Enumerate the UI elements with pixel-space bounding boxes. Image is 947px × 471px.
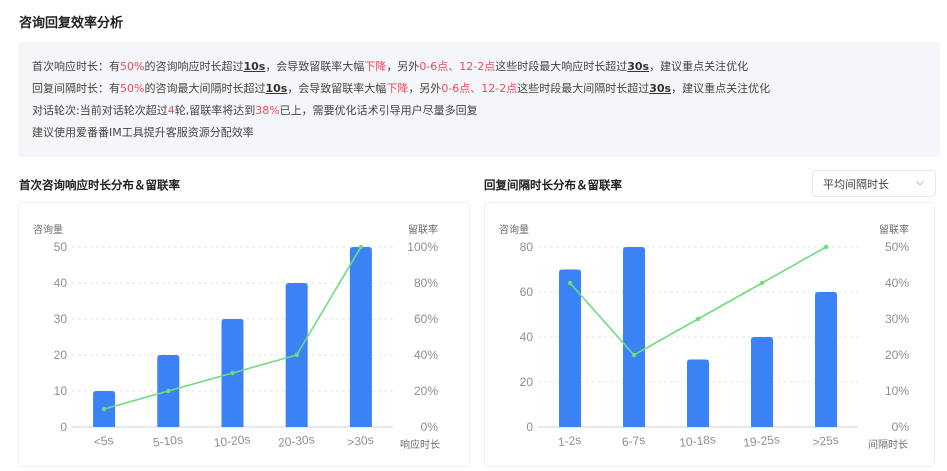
x-axis-tick: 19-25s bbox=[743, 432, 781, 450]
right-axis-tick: 80% bbox=[414, 276, 438, 290]
x-axis-tick: 20-30s bbox=[277, 432, 315, 450]
left-chart-card: 咨询量 留联率 0 10 20 30 40 50 0% 20% 40% 60% 80% 100% <5s 5-… bbox=[18, 202, 470, 467]
right-chart-title: 回复间隔时长分布＆留联率 bbox=[484, 178, 622, 192]
left-axis-tick: 40 bbox=[54, 276, 68, 290]
summary-text: 对话轮次:当前对话轮次超过 bbox=[32, 104, 168, 117]
left-axis-tick: 20 bbox=[54, 348, 68, 362]
right-axis-tick: 40% bbox=[885, 276, 909, 290]
summary-text: 轮,留联率将达到 bbox=[174, 104, 256, 117]
line-point[interactable] bbox=[101, 406, 107, 412]
bar[interactable] bbox=[349, 247, 372, 427]
line-point[interactable] bbox=[567, 280, 573, 286]
line-point[interactable] bbox=[358, 244, 364, 250]
summary-text: ，会导致留联率大幅 bbox=[287, 82, 387, 95]
summary-line-reply-interval: 回复间隔时长：有50%的咨询最大间隔时长超过10s，会导致留联率大幅下降，另外0… bbox=[32, 78, 926, 100]
summary-highlight: 38% bbox=[255, 104, 280, 117]
interval-type-dropdown[interactable]: 平均间隔时长 bbox=[812, 170, 936, 197]
summary-line-dialog-rounds: 对话轮次:当前对话轮次超过4轮,留联率将达到38%已上，需要优化话术引导用户尽量… bbox=[32, 100, 926, 122]
right-axis-title: 留联率 bbox=[879, 223, 909, 236]
line-point[interactable] bbox=[823, 244, 829, 250]
left-axis-tick: 50 bbox=[54, 240, 68, 254]
page-title: 咨询回复效率分析 bbox=[19, 16, 124, 31]
bar[interactable] bbox=[623, 247, 645, 427]
chevron-down-icon bbox=[916, 181, 924, 186]
left-axis-tick: 80 bbox=[520, 240, 534, 254]
line-point[interactable] bbox=[695, 316, 701, 322]
retention-line bbox=[569, 246, 827, 357]
x-axis-title: 响应时长 bbox=[400, 438, 440, 451]
right-axis-title: 留联率 bbox=[408, 223, 438, 236]
right-axis-tick: 20% bbox=[885, 348, 909, 362]
summary-panel: 首次响应时长：有50%的咨询响应时长超过10s，会导致留联率大幅下降，另外0-6… bbox=[18, 42, 940, 157]
summary-highlight: 下降 bbox=[364, 60, 387, 73]
bar[interactable] bbox=[559, 269, 581, 428]
summary-highlight: 0-6点、12-2点 bbox=[441, 82, 518, 95]
right-axis-tick: 20% bbox=[414, 384, 438, 398]
summary-highlight: 0-6点、12-2点 bbox=[419, 60, 496, 73]
left-axis-tick: 10 bbox=[54, 384, 68, 398]
summary-highlight: 4 bbox=[167, 104, 175, 117]
right-axis-tick: 0% bbox=[421, 420, 439, 434]
x-axis-tick: 1-2s bbox=[557, 433, 582, 449]
summary-emphasis: 30s bbox=[649, 82, 672, 95]
right-axis-tick: 40% bbox=[414, 348, 438, 362]
left-axis-tick: 0 bbox=[60, 420, 67, 434]
left-chart-title: 首次咨询响应时长分布＆留联率 bbox=[19, 178, 180, 192]
summary-text: 首次响应时长：有 bbox=[32, 60, 120, 73]
summary-text: ，建议重点关注优化 bbox=[671, 82, 771, 95]
line-point[interactable] bbox=[230, 370, 235, 376]
summary-text: 的咨询响应时长超过 bbox=[144, 60, 244, 73]
x-axis-tick: 10-20s bbox=[213, 432, 251, 450]
summary-highlight: 50% bbox=[120, 60, 145, 73]
summary-text: 这些时段最大间隔时长超过 bbox=[517, 82, 650, 95]
x-axis-tick: >30s bbox=[347, 433, 375, 450]
right-axis-tick: 30% bbox=[885, 312, 909, 326]
summary-text: 这些时段最大响应时长超过 bbox=[495, 60, 628, 73]
left-axis-title: 咨询量 bbox=[499, 223, 529, 236]
left-axis-tick: 40 bbox=[520, 330, 534, 344]
x-axis-tick: >25s bbox=[812, 433, 840, 450]
left-axis-title: 咨询量 bbox=[33, 223, 63, 236]
left-axis-tick: 20 bbox=[520, 375, 534, 389]
line-point[interactable] bbox=[631, 352, 637, 358]
bar[interactable] bbox=[751, 337, 773, 427]
right-axis-tick: 10% bbox=[885, 384, 909, 398]
left-axis-tick: 60 bbox=[520, 285, 534, 299]
x-axis-tick: 6-7s bbox=[621, 433, 646, 449]
summary-highlight: 50% bbox=[120, 82, 145, 95]
left-axis-tick: 30 bbox=[54, 312, 68, 326]
summary-text: ，另外 bbox=[386, 60, 420, 73]
response-time-chart: 咨询量 留联率 0 10 20 30 40 50 0% 20% 40% 60% 80% 100% <5s 5-… bbox=[33, 223, 440, 451]
x-axis-tick: 10-18s bbox=[679, 432, 717, 450]
dropdown-selected-value: 平均间隔时长 bbox=[823, 177, 889, 191]
left-axis-tick: 0 bbox=[526, 420, 533, 434]
right-axis-tick: 50% bbox=[885, 240, 909, 254]
summary-emphasis: 10s bbox=[243, 60, 266, 73]
summary-line-first-response: 首次响应时长：有50%的咨询响应时长超过10s，会导致留联率大幅下降，另外0-6… bbox=[32, 56, 926, 78]
summary-text: 回复间隔时长：有 bbox=[32, 82, 120, 95]
summary-text: ，另外 bbox=[408, 82, 442, 95]
bar[interactable] bbox=[815, 292, 837, 427]
summary-text: ，建议重点关注优化 bbox=[649, 60, 749, 73]
summary-text: 的咨询最大间隔时长超过 bbox=[144, 82, 266, 95]
line-point[interactable] bbox=[294, 352, 299, 358]
summary-text: ，会导致留联率大幅 bbox=[265, 60, 365, 73]
x-axis-tick: 5-10s bbox=[152, 432, 183, 449]
line-point[interactable] bbox=[759, 280, 765, 286]
summary-emphasis: 10s bbox=[265, 82, 288, 95]
summary-highlight: 下降 bbox=[386, 82, 409, 95]
reply-interval-chart: 咨询量 留联率 0 20 40 60 80 0% 10% 20% 30% 40% 50% 1-2s 6-7s… bbox=[499, 223, 910, 451]
right-axis-tick: 0% bbox=[892, 420, 910, 434]
right-chart-card: 咨询量 留联率 0 20 40 60 80 0% 10% 20% 30% 40% 50% 1-2s 6-7s… bbox=[484, 202, 935, 467]
summary-text: 已上，需要优化话术引导用户尽量多回复 bbox=[279, 104, 478, 117]
line-point[interactable] bbox=[166, 388, 171, 394]
bar[interactable] bbox=[687, 359, 709, 428]
x-axis-tick: <5s bbox=[93, 433, 114, 449]
right-axis-tick: 60% bbox=[414, 312, 438, 326]
summary-line-recommendation: 建议使用爱番番IM工具提升客服资源分配效率 bbox=[32, 122, 926, 144]
summary-emphasis: 30s bbox=[627, 60, 650, 73]
x-axis-title: 间隔时长 bbox=[868, 438, 908, 451]
summary-text: 建议使用爱番番IM工具提升客服资源分配效率 bbox=[32, 126, 254, 139]
right-axis-tick: 100% bbox=[407, 240, 438, 254]
